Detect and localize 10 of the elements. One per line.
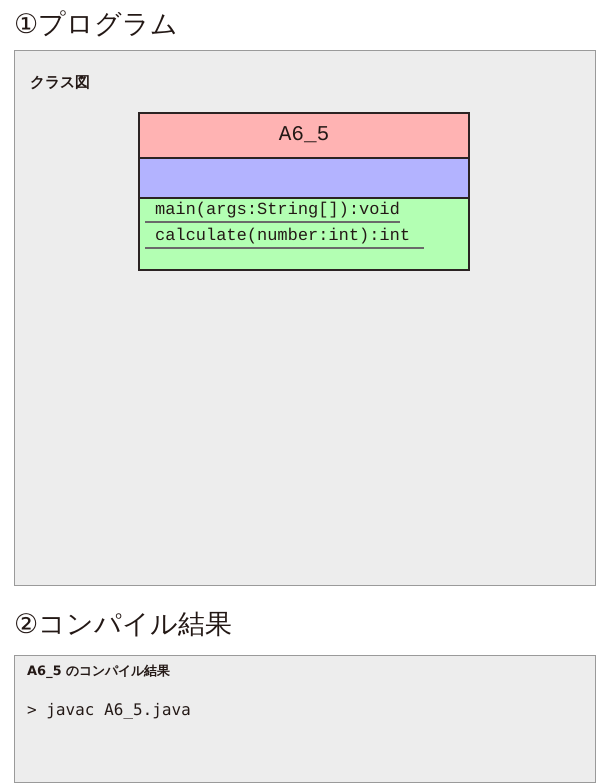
panel-caption: クラス図 — [30, 73, 90, 91]
method-signature: main(args:String[]):void — [145, 201, 400, 223]
section-heading: ①プログラム — [14, 8, 178, 42]
section-heading: ②コンパイル結果 — [14, 608, 232, 642]
attribute-box — [138, 157, 470, 199]
class-name-box: A6_5 — [138, 112, 470, 159]
method-signature: calculate(number:int):int — [145, 227, 424, 249]
method-box — [138, 197, 470, 271]
panel-caption: A6_5 のコンパイル結果 — [27, 664, 170, 680]
console-output: > javac A6_5.java — [27, 700, 191, 719]
